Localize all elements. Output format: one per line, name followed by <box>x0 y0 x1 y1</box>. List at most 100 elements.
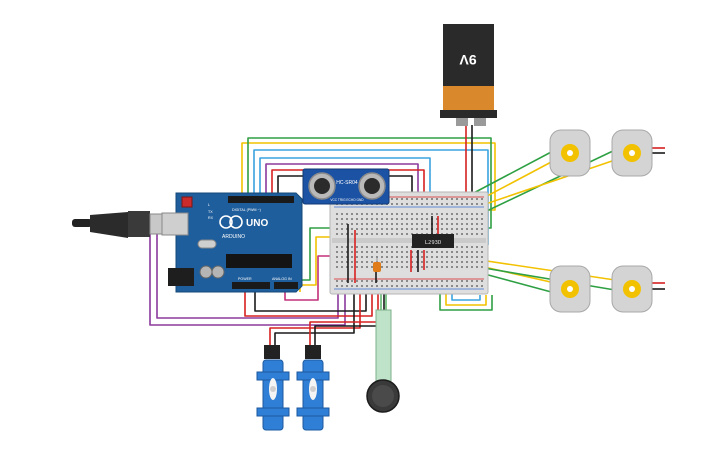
breadboard-hole <box>451 213 453 215</box>
breadboard-hole <box>341 233 343 235</box>
breadboard-hole <box>476 198 478 200</box>
breadboard-hole <box>396 198 398 200</box>
wire-blue-top-2 <box>259 157 431 210</box>
breadboard-hole <box>451 228 453 230</box>
breadboard-hole <box>336 218 338 220</box>
breadboard-hole <box>366 213 368 215</box>
breadboard-hole <box>346 280 348 282</box>
usb-cable-icon <box>72 211 165 238</box>
breadboard-hole <box>466 213 468 215</box>
breadboard-hole <box>441 198 443 200</box>
breadboard-hole <box>471 266 473 268</box>
breadboard-hole <box>411 280 413 282</box>
breadboard-hole <box>401 218 403 220</box>
breadboard-hole <box>416 223 418 225</box>
breadboard-hole <box>356 246 358 248</box>
breadboard-hole <box>371 261 373 263</box>
breadboard-hole <box>386 266 388 268</box>
breadboard-hole <box>431 261 433 263</box>
breadboard-hole <box>466 266 468 268</box>
breadboard-hole <box>406 198 408 200</box>
breadboard-hole <box>356 213 358 215</box>
arduino-l-label: L <box>208 203 210 207</box>
breadboard-hole <box>386 256 388 258</box>
breadboard-hole <box>436 266 438 268</box>
breadboard-hole <box>356 280 358 282</box>
breadboard-hole <box>401 213 403 215</box>
motor-driver-chip: L293D <box>412 234 454 248</box>
breadboard-hole <box>401 285 403 287</box>
breadboard-hole <box>336 261 338 263</box>
dc-motor-icon <box>549 265 591 313</box>
breadboard-holes <box>336 198 483 287</box>
servo2-lead-black <box>314 283 385 345</box>
breadboard-hole <box>401 223 403 225</box>
breadboard-hole <box>436 198 438 200</box>
breadboard-hole <box>386 218 388 220</box>
breadboard-hole <box>361 261 363 263</box>
breadboard-hole <box>476 246 478 248</box>
breadboard-hole <box>456 203 458 205</box>
breadboard-hole <box>416 266 418 268</box>
breadboard-hole <box>441 261 443 263</box>
breadboard-hole <box>446 280 448 282</box>
breadboard-hole <box>411 285 413 287</box>
breadboard-hole <box>376 218 378 220</box>
breadboard-hole <box>406 218 408 220</box>
breadboard-hole <box>436 223 438 225</box>
breadboard-hole <box>436 261 438 263</box>
breadboard-hole <box>381 218 383 220</box>
breadboard-hole <box>401 251 403 253</box>
breadboard-hole <box>441 218 443 220</box>
breadboard-hole <box>456 285 458 287</box>
dc-motor-icon <box>611 129 653 177</box>
breadboard-hole <box>366 233 368 235</box>
breadboard-hole <box>461 203 463 205</box>
breadboard-hole <box>476 218 478 220</box>
breadboard-hole <box>446 285 448 287</box>
breadboard-hole <box>371 280 373 282</box>
breadboard-hole <box>441 285 443 287</box>
breadboard-hole <box>411 256 413 258</box>
breadboard-hole <box>466 218 468 220</box>
breadboard-hole <box>336 280 338 282</box>
breadboard-hole <box>436 203 438 205</box>
breadboard-hole <box>406 251 408 253</box>
breadboard-hole <box>396 223 398 225</box>
breadboard-hole <box>406 256 408 258</box>
breadboard-hole <box>406 213 408 215</box>
breadboard-hole <box>456 213 458 215</box>
breadboard-hole <box>386 285 388 287</box>
breadboard-hole <box>376 213 378 215</box>
chip-label: L293D <box>425 240 442 246</box>
breadboard-hole <box>476 256 478 258</box>
breadboard <box>329 191 489 295</box>
breadboard-hole <box>391 266 393 268</box>
breadboard-hole <box>351 256 353 258</box>
breadboard-hole <box>361 218 363 220</box>
breadboard-hole <box>386 213 388 215</box>
breadboard-hole <box>406 261 408 263</box>
breadboard-hole <box>406 223 408 225</box>
breadboard-hole <box>471 251 473 253</box>
breadboard-hole <box>341 246 343 248</box>
breadboard-hole <box>461 198 463 200</box>
breadboard-hole <box>411 198 413 200</box>
breadboard-hole <box>351 251 353 253</box>
breadboard-hole <box>401 261 403 263</box>
breadboard-hole <box>461 266 463 268</box>
breadboard-hole <box>411 261 413 263</box>
breadboard-hole <box>351 223 353 225</box>
breadboard-hole <box>366 228 368 230</box>
breadboard-hole <box>436 228 438 230</box>
breadboard-hole <box>361 246 363 248</box>
breadboard-hole <box>366 256 368 258</box>
arduino-brand-label: ARDUINO <box>222 234 245 240</box>
breadboard-hole <box>336 228 338 230</box>
breadboard-hole <box>406 228 408 230</box>
breadboard-hole <box>441 228 443 230</box>
force-sensor-icon <box>366 309 400 413</box>
breadboard-hole <box>386 223 388 225</box>
breadboard-hole <box>421 266 423 268</box>
breadboard-hole <box>446 251 448 253</box>
